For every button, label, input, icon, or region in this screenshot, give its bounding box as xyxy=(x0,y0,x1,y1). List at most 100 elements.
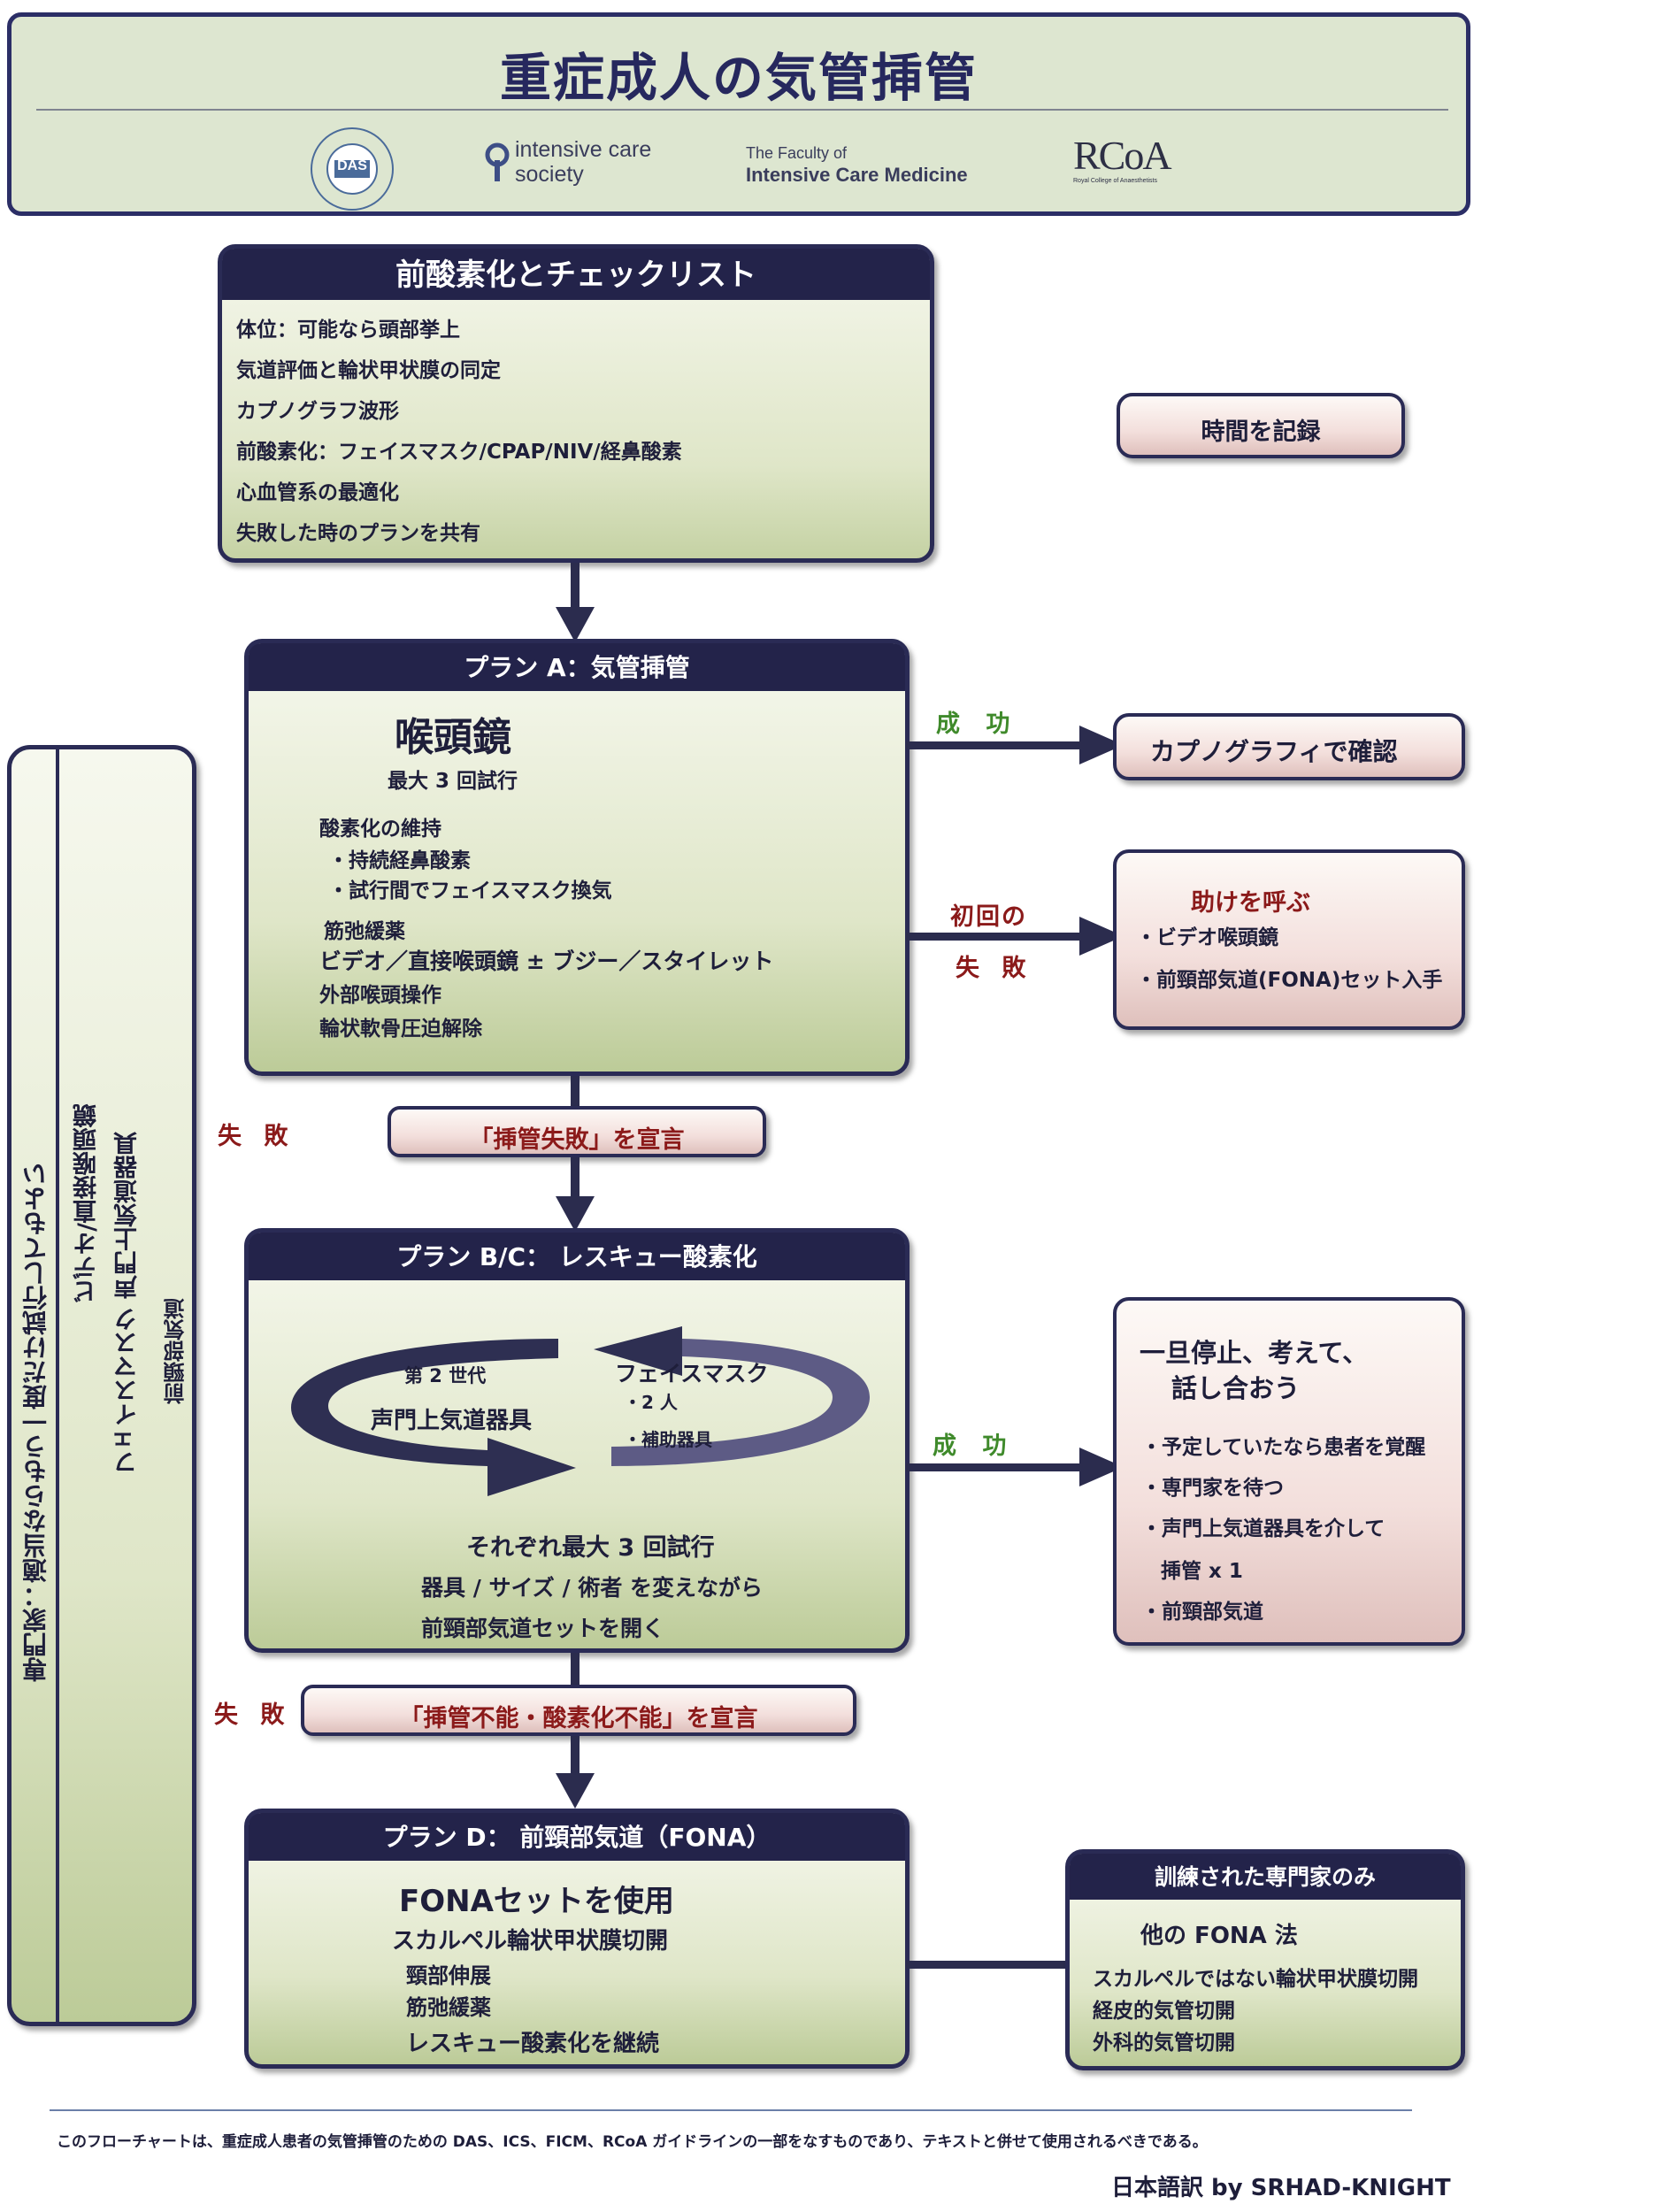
rcoa-logo-text: RCoA xyxy=(1073,133,1172,178)
arrow-declare-to-plan-bc xyxy=(571,1157,580,1198)
stop-think-title-2: 話し合おう xyxy=(1171,1373,1301,1403)
stop-think-box: 一旦停止、考えて、 話し合おう ・予定していたなら患者を覚醒 ・専門家を待つ ・… xyxy=(1113,1297,1465,1646)
confirm-capnography-text: カプノグラフィで確認 xyxy=(1150,737,1398,766)
arrow-plan-bc-success xyxy=(906,1463,1083,1471)
plan-d-heading: FONAセットを使用 xyxy=(399,1884,674,1919)
plan-d-box: プラン D： 前頸部気道（FONA） FONAセットを使用 スカルペル輪状甲状膜… xyxy=(244,1809,910,2069)
plan-a-maintain: 酸素化の維持 xyxy=(319,818,441,841)
arrow-plan-a-down xyxy=(571,1076,580,1110)
plan-a-maintain-item: ・試行間でフェイスマスク換気 xyxy=(328,879,612,902)
preox-item: 体位：可能なら頭部挙上 xyxy=(236,319,460,342)
preoxygenation-box: 前酸素化とチェックリスト 体位：可能なら頭部挙上 気道評価と輪状甲状膜の同定 カ… xyxy=(218,244,934,563)
plan-a-item: 外部喉頭操作 xyxy=(319,984,441,1007)
arrow-first-fail xyxy=(906,933,1083,941)
trained-experts-box: 訓練された専門家のみ 他の FONA 法 スカルペルではない輪状甲状膜切開 経皮… xyxy=(1065,1849,1465,2070)
call-for-help-item: ・ビデオ喉頭鏡 xyxy=(1136,926,1278,949)
arrow-head xyxy=(556,1773,595,1809)
plan-a-heading: 喉頭鏡 xyxy=(395,715,511,760)
stop-think-item: ・前頸部気道 xyxy=(1141,1601,1263,1624)
first-fail-label-1: 初回の xyxy=(950,903,1027,931)
ficm-logo-line1: The Faculty of xyxy=(746,144,848,162)
rcoa-logo: RCoA Royal College of Anaesthetists xyxy=(1073,132,1197,194)
plan-bc-open: 前頸部気道セットを開く xyxy=(421,1616,665,1641)
facemask-label: フェイスマスク xyxy=(615,1361,769,1386)
stop-think-item: ・声門上気道器具を介して xyxy=(1141,1517,1386,1540)
call-for-help-title: 助けを呼ぶ xyxy=(1191,889,1310,917)
rescue-cycle-arrows xyxy=(291,1326,870,1496)
plan-a-item: 筋弛緩薬 xyxy=(324,920,405,943)
side-panel-col3: 前頸部気道 xyxy=(164,1298,188,1404)
header-panel: 重症成人の気管挿管 DAS intensive care society The… xyxy=(7,12,1470,216)
side-panel-main: 専門家：適当ならもう一度だけ試行してもよい xyxy=(21,1162,50,1682)
plan-bc-attempts: それぞれ最大 3 回試行 xyxy=(466,1534,715,1562)
ficm-logo-line2: Intensive Care Medicine xyxy=(746,164,968,186)
preox-item: 前酸素化：フェイスマスク/CPAP/NIV/経鼻酸素 xyxy=(236,441,682,464)
connector-plan-d-trained xyxy=(906,1961,1069,1969)
das-logo: DAS xyxy=(308,125,396,213)
stop-think-item: ・予定していたなら患者を覚醒 xyxy=(1141,1436,1426,1459)
stop-think-title-1: 一旦停止、考えて、 xyxy=(1140,1338,1369,1368)
preoxygenation-title: 前酸素化とチェックリスト xyxy=(222,249,930,300)
call-for-help-box: 助けを呼ぶ ・ビデオ喉頭鏡 ・前頸部気道(FONA)セット入手 xyxy=(1113,849,1465,1030)
plan-d-continue: レスキュー酸素化を継続 xyxy=(406,2031,660,2057)
plan-a-success-label: 成 功 xyxy=(936,710,1019,738)
preox-item: カプノグラフ波形 xyxy=(236,400,399,423)
trained-experts-title: 訓練された専門家のみ xyxy=(1070,1854,1461,1900)
side-panel-col2: フェイスマスク 声門上気道器具 xyxy=(114,1132,142,1475)
footer-credit: 日本語訳 by SRHAD-KNIGHT xyxy=(1111,2175,1451,2201)
ics-logo: intensive care society xyxy=(485,137,679,199)
sga-label: 声門上気道器具 xyxy=(371,1408,533,1434)
rcoa-logo-sub: Royal College of Anaesthetists xyxy=(1073,178,1157,184)
confirm-capnography-box: カプノグラフィで確認 xyxy=(1113,713,1465,780)
arrow-declare-to-plan-d xyxy=(571,1736,580,1775)
declare-failed-intubation-text: 「挿管失敗」を宣言 xyxy=(469,1126,685,1154)
plan-a-box: プラン A：気管挿管 喉頭鏡 最大 3 回試行 酸素化の維持 ・持続経鼻酸素 ・… xyxy=(244,639,910,1076)
plan-bc-vary: 器具 / サイズ / 術者 を変えながら xyxy=(421,1575,764,1601)
page-title: 重症成人の気管挿管 xyxy=(499,48,978,108)
ics-logo-line1: intensive care xyxy=(515,137,652,162)
plan-a-maintain-item: ・持続経鼻酸素 xyxy=(328,849,471,872)
preox-item: 気道評価と輪状甲状膜の同定 xyxy=(236,359,501,382)
plan-a-fail-label: 失 敗 xyxy=(218,1123,296,1150)
preox-item: 心血管系の最適化 xyxy=(236,481,399,504)
preox-item: 失敗した時のプランを共有 xyxy=(236,522,480,545)
declare-cico-box: 「挿管不能・酸素化不能」を宣言 xyxy=(301,1685,856,1736)
plan-a-item: ビデオ／直接喉頭鏡 ± ブジー／スタイレット xyxy=(319,949,774,974)
arrow-head xyxy=(556,1196,595,1232)
trained-experts-heading: 他の FONA 法 xyxy=(1140,1923,1298,1949)
das-logo-text: DAS xyxy=(337,158,367,173)
plan-a-attempts: 最大 3 回試行 xyxy=(388,770,518,793)
declare-failed-intubation-box: 「挿管失敗」を宣言 xyxy=(388,1106,766,1157)
plan-a-title: プラン A：気管挿管 xyxy=(249,643,905,691)
arrow-plan-a-success xyxy=(906,741,1083,749)
record-time-box: 時間を記録 xyxy=(1117,393,1405,458)
plan-bc-box: プラン B/C： レスキュー酸素化 第 2 世代 声門上気道器具 フェイスマスク… xyxy=(244,1228,910,1653)
trained-experts-item: 経皮的気管切開 xyxy=(1093,2000,1235,2023)
ficm-logo: The Faculty of Intensive Care Medicine xyxy=(746,144,1011,197)
plan-d-item: 筋弛緩薬 xyxy=(406,1995,491,2020)
ics-logo-line2: society xyxy=(515,162,584,187)
arrow-head xyxy=(556,607,595,642)
arrow-plan-bc-down xyxy=(571,1653,580,1686)
stop-think-item: ・専門家を待つ xyxy=(1141,1477,1284,1500)
plan-bc-fail-label: 失 敗 xyxy=(214,1701,292,1729)
stop-think-item: 挿管 x 1 xyxy=(1161,1560,1243,1583)
sga-generation: 第 2 世代 xyxy=(404,1365,487,1386)
side-panel-col1: ビデオ/直接喉頭鏡 xyxy=(73,1103,101,1303)
declare-cico-text: 「挿管不能・酸素化不能」を宣言 xyxy=(399,1705,758,1732)
header-divider xyxy=(36,109,1448,111)
plan-d-item: 頸部伸展 xyxy=(406,1963,491,1988)
footer-divider xyxy=(50,2109,1412,2111)
facemask-item: ・補助器具 xyxy=(624,1429,712,1450)
plan-bc-title: プラン B/C： レスキュー酸素化 xyxy=(249,1233,905,1280)
facemask-item: ・2 人 xyxy=(624,1392,678,1413)
trained-experts-item: 外科的気管切開 xyxy=(1093,2032,1235,2055)
first-fail-label-2: 失 敗 xyxy=(956,955,1033,982)
call-for-help-item: ・前頸部気道(FONA)セット入手 xyxy=(1136,969,1443,992)
record-time-text: 時間を記録 xyxy=(1201,419,1321,446)
trained-experts-item: スカルペルではない輪状甲状膜切開 xyxy=(1093,1968,1418,1991)
footer-note: このフローチャートは、重症成人患者の気管挿管のための DAS、ICS、FICM、… xyxy=(57,2133,1208,2151)
plan-d-scalpel: スカルペル輪状甲状膜切開 xyxy=(392,1928,669,1955)
plan-bc-success-label: 成 功 xyxy=(933,1432,1016,1460)
expert-side-panel: 専門家：適当ならもう一度だけ試行してもよい ビデオ/直接喉頭鏡 フェイスマスク … xyxy=(7,745,196,2026)
